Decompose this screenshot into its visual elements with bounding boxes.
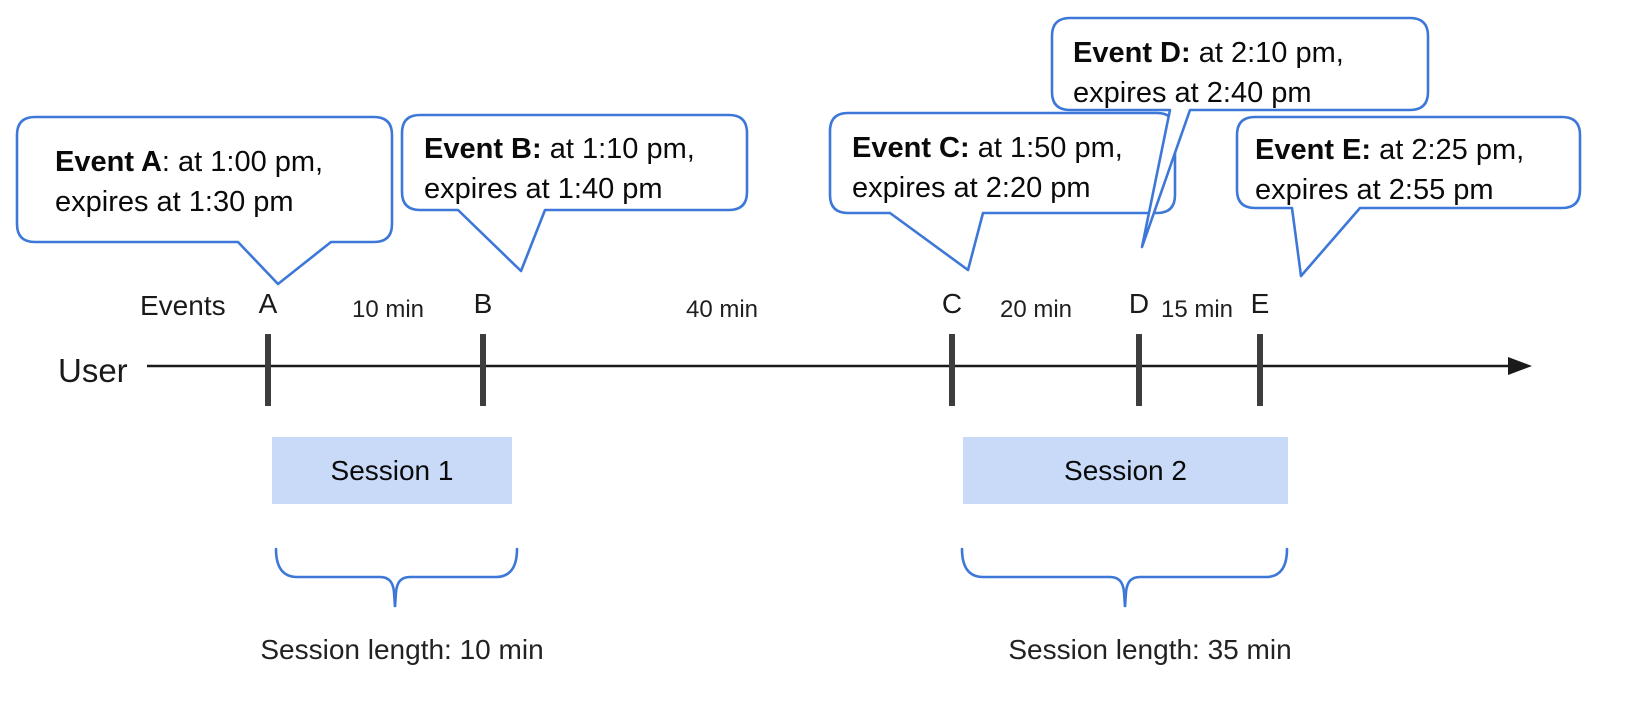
- event-b-bubble: [400, 113, 749, 273]
- interval-c-d: 20 min: [999, 296, 1073, 323]
- tick-b: [480, 334, 486, 406]
- interval-d-e: 15 min: [1160, 296, 1234, 323]
- session-2-label: Session 2: [1064, 454, 1187, 486]
- event-b-title: Event B:: [424, 133, 542, 165]
- event-b-line1: Event B: at 1:10 pm,: [424, 133, 695, 165]
- event-d-line1: Event D: at 2:10 pm,: [1073, 37, 1344, 69]
- session-1-length-label: Session length: 10 min: [260, 634, 544, 665]
- event-a-line2: expires at 1:30 pm: [55, 186, 294, 218]
- event-c-line2: expires at 2:20 pm: [852, 172, 1091, 204]
- session-1-bar: Session 1: [272, 437, 512, 504]
- event-e-line2: expires at 2:55 pm: [1255, 174, 1494, 206]
- event-e-line1: Event E: at 2:25 pm,: [1255, 134, 1525, 166]
- event-b-callout: Event B: at 1:10 pm, expires at 1:40 pm: [424, 129, 695, 209]
- tick-label-a: A: [258, 288, 278, 319]
- tick-e: [1257, 334, 1263, 406]
- event-e-title: Event E:: [1255, 134, 1372, 166]
- event-a-title: Event A: [55, 146, 162, 178]
- event-d-callout: Event D: at 2:10 pm, expires at 2:40 pm: [1073, 33, 1344, 113]
- event-a-bubble: [15, 115, 394, 286]
- interval-a-b: 10 min: [351, 296, 425, 323]
- session-2-bar: Session 2: [963, 437, 1288, 504]
- tick-label-c: C: [941, 288, 963, 319]
- user-axis-label: User: [58, 352, 128, 389]
- session-2-brace-icon: [960, 547, 1289, 608]
- timeline-arrowhead-icon: [1508, 357, 1532, 375]
- tick-label-b: B: [473, 288, 493, 319]
- tick-c: [949, 334, 955, 406]
- tick-label-e: E: [1250, 288, 1270, 319]
- event-c-title: Event C:: [852, 132, 970, 164]
- event-a-callout: Event A: at 1:00 pm, expires at 1:30 pm: [55, 142, 323, 222]
- tick-d: [1136, 334, 1142, 406]
- session-1-label: Session 1: [330, 454, 454, 486]
- event-d-title: Event D:: [1073, 37, 1191, 69]
- event-e-callout: Event E: at 2:25 pm, expires at 2:55 pm: [1255, 130, 1524, 210]
- event-a-line1: Event A: at 1:00 pm,: [55, 146, 324, 178]
- events-row-label: Events: [140, 290, 226, 321]
- session-2-length-label: Session length: 35 min: [1008, 634, 1292, 665]
- event-b-line2: expires at 1:40 pm: [424, 173, 663, 205]
- event-c-callout: Event C: at 1:50 pm, expires at 2:20 pm: [852, 128, 1123, 208]
- event-d-bubble: [1050, 16, 1430, 249]
- tick-label-d: D: [1128, 288, 1150, 319]
- session-1-brace-icon: [274, 547, 519, 608]
- event-d-line2: expires at 2:40 pm: [1073, 77, 1312, 109]
- event-c-line1: Event C: at 1:50 pm,: [852, 132, 1123, 164]
- tick-a: [265, 334, 271, 406]
- interval-b-c: 40 min: [685, 296, 759, 323]
- event-e-bubble: [1235, 115, 1582, 278]
